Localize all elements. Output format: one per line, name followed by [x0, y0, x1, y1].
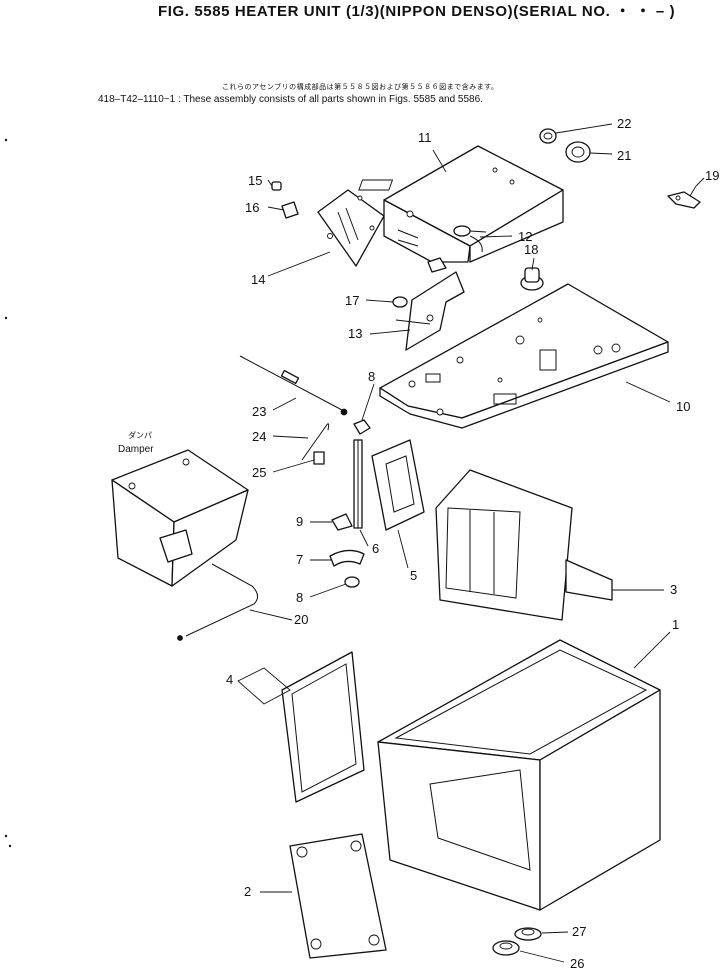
damper-unit — [111, 449, 249, 587]
callout-10: 10 — [676, 399, 690, 414]
part-7-bracket — [329, 549, 365, 567]
part-12-switch — [453, 225, 487, 253]
part-26-grommet — [492, 940, 520, 956]
callout-5: 5 — [410, 568, 417, 583]
assembly-note-english: 418–T42–1110~1 : These assembly consists… — [98, 94, 483, 105]
figure-title: FIG. 5585 HEATER UNIT (1/3)(NIPPON DENSO… — [158, 3, 676, 20]
callout-26: 26 — [570, 956, 584, 969]
part-11-cover-bracket — [358, 145, 564, 273]
callout-20: 20 — [294, 612, 308, 627]
part-25-clip — [313, 451, 325, 465]
callout-8-lower: 8 — [296, 590, 303, 605]
part-22-grommet — [539, 128, 557, 144]
callout-14: 14 — [251, 272, 265, 287]
callout-3: 3 — [670, 582, 677, 597]
callout-17: 17 — [345, 293, 359, 308]
margin-marks — [4, 138, 12, 848]
part-14-plate — [317, 189, 385, 267]
callout-7: 7 — [296, 552, 303, 567]
callout-9: 9 — [296, 514, 303, 529]
part-23-control-cable — [239, 355, 348, 416]
callout-1: 1 — [672, 617, 679, 632]
callout-18: 18 — [524, 242, 538, 257]
part-21-grommet — [565, 141, 591, 163]
part-15-screw — [271, 181, 282, 191]
callout-6: 6 — [372, 541, 379, 556]
part-19-clip — [667, 191, 701, 209]
part-8-upper-nut — [353, 419, 371, 435]
damper-label-japanese: ダンパ — [128, 430, 152, 440]
callout-27: 27 — [572, 924, 586, 939]
callout-numbers: 11 22 21 19 15 16 14 12 18 17 13 10 8 23… — [226, 116, 719, 969]
callout-21: 21 — [617, 148, 631, 163]
damper-label-english: Damper — [118, 444, 154, 455]
callout-11: 11 — [418, 130, 432, 145]
part-4-gasket-frame — [281, 651, 365, 803]
part-13-bracket — [395, 271, 465, 351]
callout-4: 4 — [226, 672, 233, 687]
part-18-grommet — [520, 267, 544, 291]
callout-8-upper: 8 — [368, 369, 375, 384]
part-27-grommet — [514, 927, 542, 941]
part-5-filter — [371, 439, 425, 531]
callout-12: 12 — [518, 229, 532, 244]
part-10-base-plate — [379, 283, 669, 429]
part-2-cover-plate — [289, 833, 387, 959]
part-16-knob — [281, 201, 299, 219]
callout-15: 15 — [248, 173, 262, 188]
part-8-lower-nut — [344, 576, 360, 588]
part-20-cable — [177, 563, 258, 641]
callout-2: 2 — [244, 884, 251, 899]
assembly-note-japanese: これらのアセンブリの構成部品は第５５８５図および第５５８６図まで含みます。 — [222, 84, 499, 91]
callout-16: 16 — [245, 200, 259, 215]
callout-25: 25 — [252, 465, 266, 480]
callout-24: 24 — [252, 429, 266, 444]
part-6-shaft — [353, 439, 363, 529]
callout-23: 23 — [252, 404, 266, 419]
callout-22: 22 — [617, 116, 631, 131]
part-24-rod — [301, 423, 330, 461]
part-17-stopper — [392, 296, 408, 308]
callout-19: 19 — [705, 168, 719, 183]
part-1-housing-case — [377, 639, 661, 911]
part-3-heater-core — [435, 469, 613, 621]
callout-13: 13 — [348, 326, 362, 341]
leader-lines — [237, 123, 705, 963]
part-9-bracket — [331, 513, 353, 531]
